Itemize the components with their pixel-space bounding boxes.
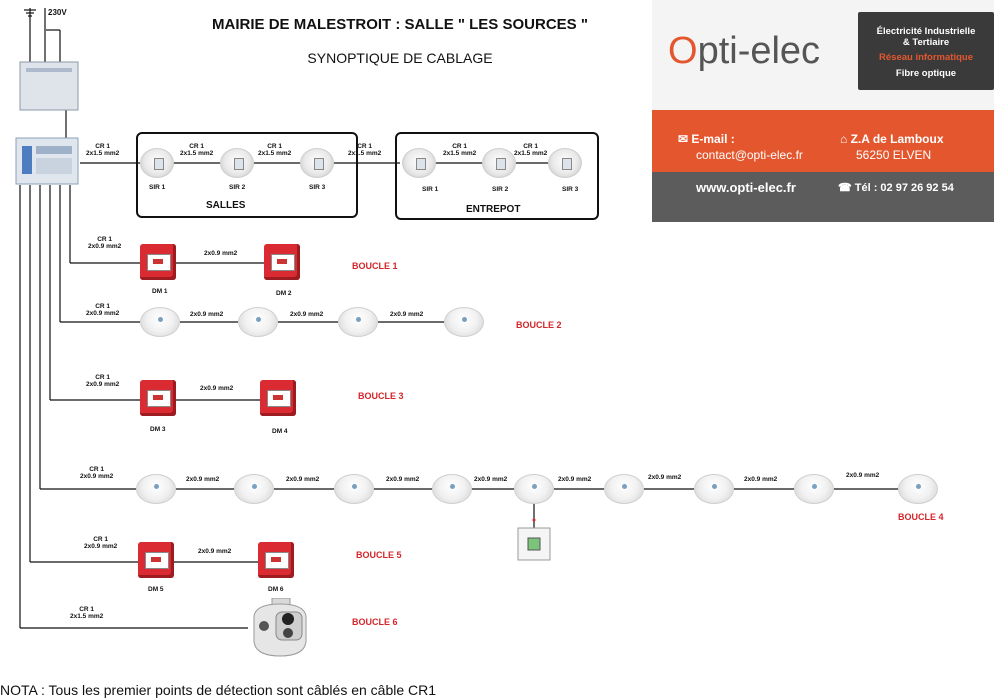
- phone-number: ☎ Tél : 02 97 26 92 54: [838, 182, 954, 194]
- service-label: Fibre optique: [895, 68, 957, 79]
- address-line2: 56250 ELVEN: [856, 148, 932, 162]
- footnote: NOTA : Tous les premier points de détect…: [0, 682, 437, 698]
- email-label: ✉ E-mail :: [678, 132, 735, 146]
- device-label: SIR 1: [149, 184, 166, 191]
- cable-label: 2x0.9 mm2: [200, 385, 234, 392]
- home-icon: ⌂: [840, 132, 851, 146]
- smoke-detector-icon: [334, 474, 374, 504]
- siren-icon: [140, 148, 174, 178]
- device-label: DM 6: [268, 586, 284, 593]
- smoke-detector-icon: [514, 474, 554, 504]
- website-link[interactable]: www.opti-elec.fr: [696, 180, 796, 195]
- voltage-label: 230V: [48, 8, 67, 17]
- device-label: SIR 2: [492, 186, 509, 193]
- loop-label: BOUCLE 5: [356, 550, 402, 560]
- company-ad: Opti-elec Électricité Industrielle & Ter…: [652, 0, 994, 222]
- cable-label: 2x0.9 mm2: [474, 476, 508, 483]
- manual-call-point-icon: [140, 244, 176, 280]
- cable-label: 2x0.9 mm2: [186, 476, 220, 483]
- smoke-detector-icon: [136, 474, 176, 504]
- smoke-detector-icon: [234, 474, 274, 504]
- smoke-detector-icon: [238, 307, 278, 337]
- siren-icon: [482, 148, 516, 178]
- company-logo: Opti-elec: [668, 30, 821, 72]
- loop-label: BOUCLE 6: [352, 617, 398, 627]
- device-label: DM 4: [272, 428, 288, 435]
- loop-label: BOUCLE 1: [352, 261, 398, 271]
- loop-label: BOUCLE 3: [358, 391, 404, 401]
- siren-icon: [402, 148, 436, 178]
- device-label: SIR 1: [422, 186, 439, 193]
- entrepot-label: ENTREPOT: [466, 204, 521, 215]
- cable-label: 2x0.9 mm2: [204, 250, 238, 257]
- salles-label: SALLES: [206, 200, 246, 211]
- device-label: DM 1: [152, 288, 168, 295]
- service-label: & Tertiaire: [902, 37, 950, 48]
- service-label: Électricité Industrielle: [876, 26, 976, 37]
- manual-call-point-icon: [260, 380, 296, 416]
- device-label: DM 5: [148, 586, 164, 593]
- mail-icon: ✉: [678, 132, 692, 146]
- cable-label: 2x0.9 mm2: [198, 548, 232, 555]
- smoke-detector-icon: [694, 474, 734, 504]
- cable-label: 2x0.9 mm2: [846, 472, 880, 479]
- cable-label: 2x0.9 mm2: [190, 311, 224, 318]
- manual-call-point-icon: [258, 542, 294, 578]
- phone-icon: ☎: [838, 182, 855, 194]
- service-label: Réseau informatique: [879, 52, 973, 63]
- loop-label: BOUCLE 4: [898, 512, 944, 522]
- smoke-detector-icon: [338, 307, 378, 337]
- cable-label: 2x0.9 mm2: [290, 311, 324, 318]
- device-label: DM 3: [150, 426, 166, 433]
- siren-icon: [548, 148, 582, 178]
- siren-icon: [220, 148, 254, 178]
- address-line1: ⌂ Z.A de Lamboux: [840, 132, 944, 146]
- device-label: SIR 2: [229, 184, 246, 191]
- manual-call-point-icon: [138, 542, 174, 578]
- smoke-detector-icon: [444, 307, 484, 337]
- cable-label: 2x0.9 mm2: [744, 476, 778, 483]
- cable-label: 2x0.9 mm2: [286, 476, 320, 483]
- diagram-title: MAIRIE DE MALESTROIT : SALLE " LES SOURC…: [212, 16, 588, 33]
- siren-icon: [300, 148, 334, 178]
- cable-label: 2x0.9 mm2: [390, 311, 424, 318]
- diagram-subtitle: SYNOPTIQUE DE CABLAGE: [307, 50, 493, 66]
- loop-label: BOUCLE 2: [516, 320, 562, 330]
- cable-label: 2x0.9 mm2: [648, 474, 682, 481]
- camera-detector-icon: [253, 598, 307, 657]
- cable-label: 2x0.9 mm2: [558, 476, 592, 483]
- salles-box: [136, 132, 358, 218]
- device-label: SIR 3: [562, 186, 579, 193]
- device-label: DM 2: [276, 290, 292, 297]
- smoke-detector-icon: [794, 474, 834, 504]
- smoke-detector-icon: [140, 307, 180, 337]
- device-label: SIR 3: [309, 184, 326, 191]
- manual-call-point-icon: [140, 380, 176, 416]
- smoke-detector-icon: [604, 474, 644, 504]
- email-link[interactable]: contact@opti-elec.fr: [696, 148, 803, 162]
- entrepot-box: [395, 132, 599, 220]
- smoke-detector-icon: [432, 474, 472, 504]
- cable-label: 2x0.9 mm2: [386, 476, 420, 483]
- manual-call-point-icon: [264, 244, 300, 280]
- smoke-detector-icon: [898, 474, 938, 504]
